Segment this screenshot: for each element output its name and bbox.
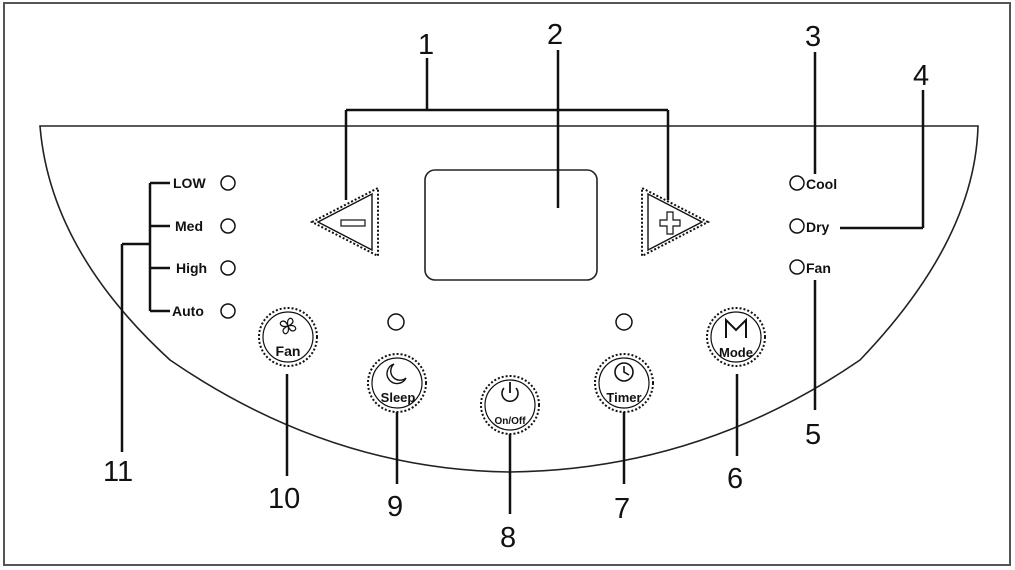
callout-8: 8 [500, 522, 516, 554]
callout-1-bracket [344, 58, 670, 200]
callout-2: 2 [547, 19, 563, 51]
image-frame [3, 2, 1011, 566]
temp-up-button[interactable] [641, 186, 711, 258]
led-high [220, 260, 236, 276]
callout-4-leader [840, 90, 925, 230]
callout-11: 11 [103, 456, 133, 488]
fan-button-label: Fan [276, 343, 301, 359]
minus-icon [340, 219, 366, 227]
led-fan [789, 259, 805, 275]
led-auto [220, 303, 236, 319]
fan-button[interactable]: Fan [258, 307, 318, 367]
mode-button-label: Mode [719, 345, 753, 360]
display-screen [424, 169, 598, 281]
led-label-auto: Auto [172, 303, 204, 319]
led-cool [789, 175, 805, 191]
led-low [220, 175, 236, 191]
callout-10: 10 [268, 483, 300, 515]
led-label-low: LOW [173, 175, 206, 191]
timer-button[interactable]: Timer [594, 353, 654, 413]
timer-button-label: Timer [606, 390, 641, 405]
power-button-label: On/Off [494, 416, 526, 427]
plus-icon [659, 211, 681, 235]
sleep-indicator-led [387, 313, 405, 331]
callout-1: 1 [418, 29, 434, 61]
led-label-fan: Fan [806, 260, 831, 276]
led-dry [789, 218, 805, 234]
callout-5: 5 [805, 419, 821, 451]
power-button[interactable]: On/Off [480, 375, 540, 435]
clock-icon [614, 362, 634, 382]
temp-down-button[interactable] [309, 186, 379, 258]
timer-indicator-led [615, 313, 633, 331]
led-label-dry: Dry [806, 219, 830, 235]
mode-button[interactable]: Mode [706, 307, 766, 367]
power-icon [501, 382, 519, 403]
callout-3: 3 [805, 21, 821, 53]
callout-6: 6 [727, 463, 743, 495]
led-label-cool: Cool [806, 176, 837, 192]
callout-7: 7 [614, 493, 630, 525]
callout-9: 9 [387, 491, 403, 523]
moon-icon [386, 363, 407, 385]
m-icon [725, 317, 747, 338]
fan-icon [279, 317, 297, 335]
speed-bracket [120, 181, 170, 452]
sleep-button[interactable]: Sleep [367, 353, 427, 413]
callout-4: 4 [913, 60, 929, 92]
sleep-button-label: Sleep [381, 390, 416, 405]
led-med [220, 218, 236, 234]
led-label-high: High [176, 260, 207, 276]
led-label-med: Med [175, 218, 203, 234]
